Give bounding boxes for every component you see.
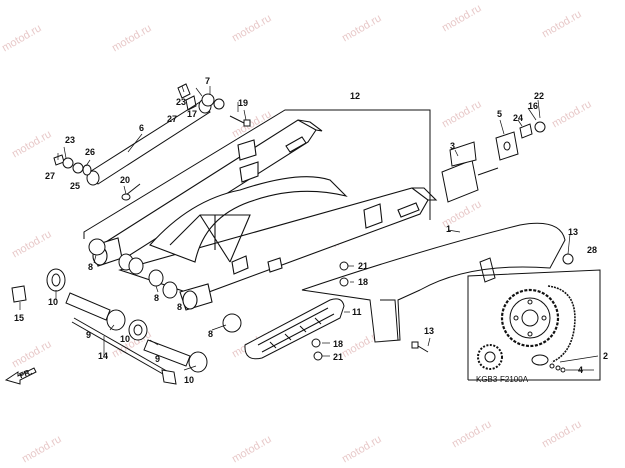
callout-13: 13 — [568, 227, 579, 237]
callout-1: 1 — [446, 224, 452, 234]
callout-28: 28 — [587, 245, 598, 255]
callout-9: 9 — [155, 354, 161, 364]
callout-20: 20 — [120, 175, 131, 185]
callout-15: 16 — [528, 101, 539, 111]
callout-9: 9 — [86, 330, 92, 340]
pivot-bolt — [71, 317, 177, 385]
assembly-bracket-12 — [83, 109, 431, 239]
callout-10: 10 — [184, 375, 195, 385]
callout-27: 27 — [45, 171, 56, 181]
callout-4: 4 — [578, 365, 584, 375]
callout-23: 23 — [65, 135, 76, 145]
assembly-bracket-28 — [467, 269, 601, 381]
callout-6: 6 — [139, 123, 145, 133]
small-bolts — [311, 261, 429, 361]
callout-8: 8 — [154, 293, 160, 303]
master-link — [531, 354, 566, 373]
chain-case — [301, 222, 566, 343]
hardware-upper — [53, 83, 574, 265]
callout-27: 27 — [167, 114, 178, 124]
diagram-code: KGB3-F2100A — [476, 375, 529, 384]
drive-chain — [547, 285, 576, 363]
callout-19: 19 — [238, 98, 249, 108]
swingarm — [91, 119, 438, 311]
callout-10: 10 — [48, 297, 59, 307]
callout-5: 5 — [497, 109, 503, 119]
callout-21: 21 — [333, 352, 344, 362]
callout-14: 14 — [98, 351, 109, 361]
chain-slider — [244, 298, 345, 360]
callout-26: 26 — [85, 147, 96, 157]
rear-sprocket — [500, 288, 560, 348]
callout-25: 25 — [70, 181, 81, 191]
callout-8: 8 — [88, 262, 94, 272]
adjuster-plate — [495, 131, 519, 161]
callout-22: 22 — [534, 91, 545, 101]
torque-rod — [86, 98, 212, 186]
callout-7: 7 — [205, 76, 211, 86]
pivot-bushings — [11, 238, 242, 373]
callout-8: 8 — [208, 329, 214, 339]
callout-17: 17 — [187, 109, 198, 119]
front-arrow-icon — [4, 367, 37, 385]
chain-adjuster — [441, 141, 499, 203]
callout-8: 8 — [177, 302, 183, 312]
callout-18: 18 — [358, 277, 369, 287]
callout-21: 21 — [358, 261, 369, 271]
callout-12: 12 — [350, 91, 361, 101]
callout-2: 2 — [603, 351, 609, 361]
callout-13: 13 — [424, 326, 435, 336]
callout-10: 10 — [120, 334, 131, 344]
callout-18: 18 — [333, 339, 344, 349]
leader-lines — [19, 85, 599, 371]
callout-11: 11 — [352, 307, 362, 317]
callout-23: 23 — [176, 97, 187, 107]
front-sprocket — [477, 344, 503, 370]
callout-16: 15 — [14, 313, 25, 323]
callout-3: 3 — [450, 141, 456, 151]
callout-24: 24 — [513, 113, 524, 123]
